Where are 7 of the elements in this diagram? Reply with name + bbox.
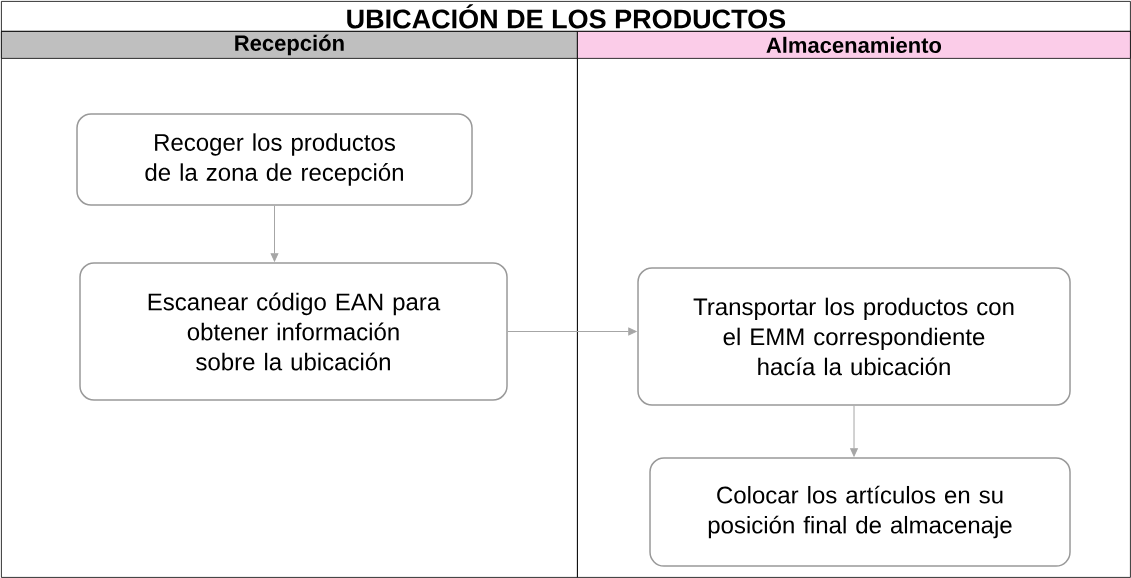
arrow: [850, 405, 858, 457]
process-box: Recoger los productos de la zona de recepción: [76, 113, 473, 206]
arrow: [507, 327, 637, 336]
process-box: Transportar los productos con el EMM correspondiente hacía la ubicación: [637, 267, 1071, 406]
process-box: Escanear código EAN para obtener información sobre la ubicación: [79, 262, 508, 401]
arrow: [270, 205, 279, 262]
process-box: Colocar los artículos en su posición final de almacenaje: [649, 457, 1071, 567]
